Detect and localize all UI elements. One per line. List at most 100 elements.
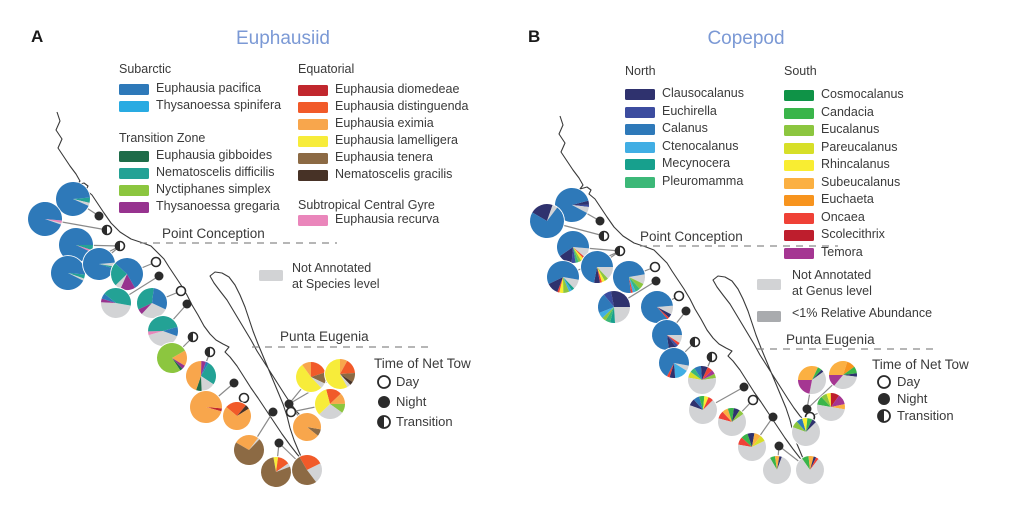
pie-chart (651, 319, 683, 351)
pie-slice-ctenocalanus (629, 277, 636, 293)
pie-slice-lamelligera (324, 359, 348, 389)
pie-slice-oncaea (657, 307, 669, 320)
pie-slice-gray_light (791, 422, 820, 447)
station-dot-day (238, 392, 250, 404)
station-dot-night (774, 441, 784, 451)
pie-slice-gray_light (718, 413, 747, 437)
pie-chart (55, 181, 91, 217)
pie-slice-gray_light (763, 456, 792, 485)
pie-slice-calanus (581, 251, 613, 283)
legend-item-label: Ctenocalanus (662, 139, 739, 153)
pie-slice-clausocalanus (689, 399, 703, 410)
pie-slice-eximia (340, 359, 348, 374)
station-dot-transition (706, 351, 718, 363)
pie-slice-tenera (340, 373, 355, 383)
pie-slice-gray_light (307, 463, 323, 482)
pie-chart (791, 417, 821, 447)
pie-chart (233, 434, 265, 466)
pie-slice-candacia (843, 366, 857, 375)
pie-chart (185, 360, 217, 392)
pie-chart (612, 260, 646, 294)
pie-slice-tenera (292, 457, 317, 485)
pie-slice-subeucalanus (808, 455, 814, 470)
pie-slice-calanus (530, 207, 565, 239)
pie-slice-pareucalanus (752, 436, 765, 447)
pie-slice-mecynocera (563, 277, 575, 291)
pie-slice-ctenocalanus (674, 363, 687, 378)
station-dot-night (768, 412, 778, 422)
pie-slice-pleuromamma (605, 307, 614, 323)
pie-slice-eucalanus (732, 410, 744, 422)
legend-item-label: Clausocalanus (662, 86, 744, 100)
pie-slice-difficilis (111, 263, 127, 286)
pie-slice-temora (829, 375, 843, 386)
legend-item-label: Temora (821, 245, 863, 259)
pie-slice-gray_light (674, 363, 689, 371)
legend-item-label: Thysanoessa gregaria (156, 199, 280, 213)
pie-chart (688, 395, 718, 425)
legend-item-label: Euphausia distinguenda (335, 99, 469, 113)
pie-slice-scolecithrix (830, 392, 840, 407)
legend-swatch-recurva (298, 215, 328, 226)
legend-swatch-clausocalanus (625, 89, 655, 100)
not-annotated-swatch (757, 279, 781, 290)
panel-b-tow-legend-title: Time of Net Tow (872, 357, 969, 372)
station-dot-day (175, 285, 187, 297)
pie-slice-eximia (293, 412, 322, 441)
pie-slice-calanus (658, 347, 689, 377)
pie-chart (260, 456, 292, 488)
panel-a-letter: A (31, 27, 44, 46)
pie-slice-temora (831, 395, 845, 407)
pie-chart (100, 287, 132, 319)
legend-item-label: Pleuromamma (662, 174, 744, 188)
pie-chart (110, 257, 144, 291)
pie-slice-rhincalanus (802, 418, 808, 432)
pie-slice-oncaea (629, 277, 633, 293)
station-dot-day (877, 375, 891, 389)
pie-chart (295, 361, 327, 393)
panel-b-point-conception-label: Point Conception (640, 229, 743, 244)
coastline-panel-b (558, 115, 814, 466)
pie-slice-oncaea (597, 267, 602, 283)
panel-b-not-annotated-line1: Not Annotated (792, 268, 872, 282)
pie-chart (828, 360, 858, 390)
pie-slice-tenera (307, 427, 321, 436)
legend-item-label: Euphausia diomedeae (335, 82, 460, 96)
pie-slice-eucalanus (597, 267, 608, 282)
pie-slice-rhincalanus (559, 277, 564, 294)
legend-swatch-temora (784, 248, 814, 259)
station-dot-night (274, 438, 284, 448)
pie-slice-pleuromamma (690, 368, 702, 380)
legend-swatch-gibboides (119, 151, 149, 162)
pie-slice-gray_light (319, 404, 343, 420)
panel-a-punta-eugenia-label: Punta Eugenia (280, 329, 369, 344)
pie-slice-clausocalanus (777, 456, 782, 470)
legend-swatch-euchirella (625, 107, 655, 118)
pie-chart (147, 315, 179, 347)
pie-slice-tenera (311, 372, 327, 384)
pie-slice-mecynocera (610, 307, 615, 324)
pie-slice-pacifica (56, 181, 90, 216)
tow-legend-label-transition: Transition (897, 408, 954, 423)
pie-slice-gracilis (237, 405, 249, 416)
pie-slice-clausocalanus (669, 363, 676, 379)
pie-slice-rhincalanus (703, 396, 709, 410)
pie-chart (717, 407, 747, 437)
pie-slice-gray_light (657, 305, 674, 315)
pie-slice-calanus (694, 366, 702, 380)
pie-slice-gray_light (249, 438, 260, 450)
legend-item-label: Subeucalanus (821, 175, 901, 189)
pie-slice-eucalanus (702, 373, 716, 380)
legend-swatch-diomedeae (298, 85, 328, 96)
pie-slice-oncaea (810, 457, 819, 470)
panel-a-not-annotated-line2: at Species level (292, 277, 380, 291)
pie-slice-candacia (801, 456, 810, 470)
pie-slice-gray_light (45, 219, 62, 225)
pie-slice-calanus (554, 187, 589, 222)
pie-slice-eucalanus (563, 277, 570, 293)
pie-slice-eximia (223, 407, 252, 431)
pie-slice-gregaria (172, 358, 185, 369)
pie-slice-calanus (641, 291, 673, 324)
